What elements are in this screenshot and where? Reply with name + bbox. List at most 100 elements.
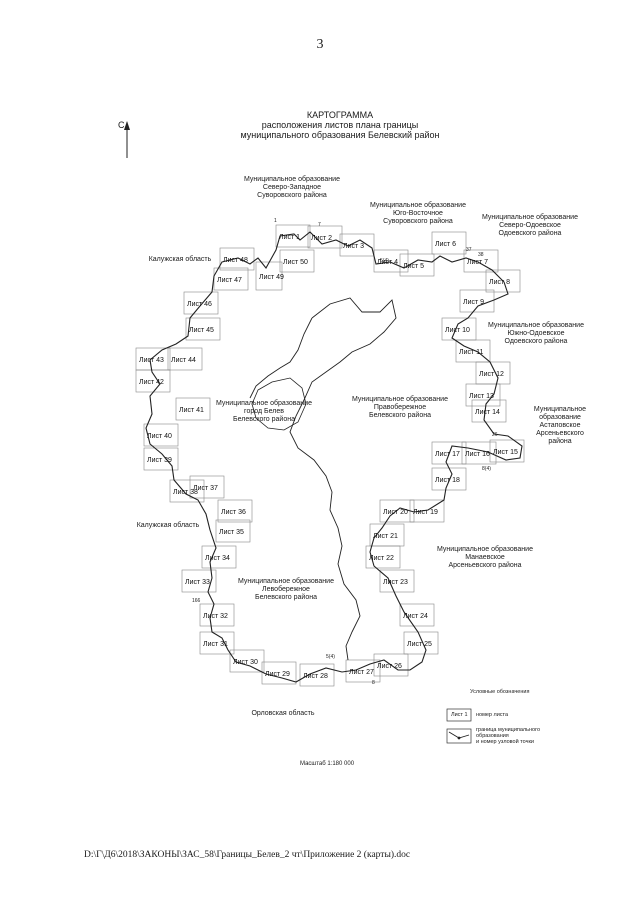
sheet-label-45: Лист 45: [189, 327, 214, 334]
point-number-4: 38: [478, 252, 484, 258]
sheet-label-17: Лист 17: [435, 451, 460, 458]
sheet-tile-41: [175, 397, 211, 421]
sheet-tile-29: [261, 661, 297, 685]
region-levoberezhnoe: Муниципальное образование Левобережное Б…: [238, 578, 334, 601]
title-line-1: КАРТОГРАММА: [306, 110, 374, 120]
sheet-label-36: Лист 36: [221, 509, 246, 516]
sheet-label-9: Лист 9: [463, 299, 484, 306]
sheet-label-5: Лист 5: [403, 263, 424, 270]
sheet-label-3: Лист 3: [343, 243, 364, 250]
sheet-label-29: Лист 29: [265, 671, 290, 678]
district-boundary: [145, 231, 523, 683]
sheet-tile-13: [465, 383, 501, 407]
sheet-label-26: Лист 26: [377, 663, 402, 670]
sheet-tile-46: [183, 291, 219, 315]
sheet-tile-9: [459, 289, 495, 313]
sheet-grid: [135, 224, 525, 687]
region-pravoberezhnoe: Муниципальное образование Правобережное …: [352, 396, 448, 419]
sheet-label-44: Лист 44: [171, 357, 196, 364]
region-odoev-south: Муниципальное образование Южно-Одоевское…: [488, 322, 584, 345]
sheet-tile-20: [379, 499, 415, 523]
sheet-tile-32: [199, 603, 235, 627]
point-number-6: 8(4): [482, 466, 491, 472]
north-label: С: [118, 120, 125, 130]
sheet-tile-4: [373, 249, 409, 273]
sheet-label-15: Лист 15: [493, 449, 518, 456]
sheet-tile-43: [135, 347, 171, 371]
region-astapovo: Муниципальное образование Астаповское Ар…: [533, 406, 587, 445]
sheet-tile-48: [219, 247, 255, 271]
sheet-tile-31: [199, 631, 235, 655]
sheet-tile-2: [307, 225, 343, 249]
sheet-tile-25: [403, 631, 439, 655]
sheet-label-40: Лист 40: [147, 433, 172, 440]
region-odoev-north: Муниципальное образование Северо-Одоевск…: [482, 214, 578, 237]
map-scale: Масштаб 1:180 000: [300, 761, 355, 767]
legend-point-icon: [457, 736, 461, 740]
sheet-label-48: Лист 48: [223, 257, 248, 264]
legend-sheet-box: [446, 708, 472, 722]
sheet-label-24: Лист 24: [403, 613, 428, 620]
sheet-tile-22: [365, 545, 401, 569]
point-number-8: 8: [372, 680, 375, 686]
sheet-tile-11: [455, 339, 491, 363]
sheet-tile-40: [143, 423, 179, 447]
legend-sheet-sample: Лист 1: [451, 712, 468, 718]
sheet-label-18: Лист 18: [435, 477, 460, 484]
sheet-tile-1: [275, 224, 311, 248]
sheet-tile-34: [201, 545, 237, 569]
sheet-label-28: Лист 28: [303, 673, 328, 680]
sheet-label-42: Лист 42: [139, 379, 164, 386]
point-number-2: 7: [318, 222, 321, 228]
sheet-tile-26: [373, 653, 409, 677]
sheet-label-10: Лист 10: [445, 327, 470, 334]
sheet-tile-39: [143, 447, 179, 471]
region-orel: Орловская область: [251, 710, 315, 717]
sheet-label-47: Лист 47: [217, 277, 242, 284]
sheet-tile-35: [215, 519, 251, 543]
sheet-label-34: Лист 34: [205, 555, 230, 562]
sheet-label-16: Лист 16: [465, 451, 490, 458]
sheet-label-13: Лист 13: [469, 393, 494, 400]
point-number-3: 37: [466, 247, 472, 253]
sheet-tile-36: [217, 499, 253, 523]
point-number-10: 166: [192, 598, 201, 604]
sheet-label-46: Лист 46: [187, 301, 212, 308]
sheet-label-1: Лист 1: [279, 234, 300, 241]
sheet-tile-28: [299, 663, 335, 687]
point-number-1: 1: [274, 218, 277, 224]
region-kaluga-south: Калужская область: [136, 522, 200, 529]
sheet-tile-24: [399, 603, 435, 627]
page-number: 3: [316, 37, 324, 52]
region-north-west: Муниципальное образование Северо-Западно…: [244, 176, 340, 199]
sheet-label-43: Лист 43: [139, 357, 164, 364]
map-title: КАРТОГРАММА расположения листов плана гр…: [200, 110, 480, 140]
sheet-label-7: Лист 7: [467, 259, 488, 266]
sheet-label-32: Лист 32: [203, 613, 228, 620]
sheet-label-31: Лист 31: [203, 641, 228, 648]
sheet-label-19: Лист 19: [413, 509, 438, 516]
sheet-label-33: Лист 33: [185, 579, 210, 586]
sheet-label-30: Лист 30: [233, 659, 258, 666]
title-line-3: муниципального образования Белевский рай…: [240, 130, 440, 140]
sheet-tile-37: [189, 475, 225, 499]
point-number-9: 5(4): [380, 258, 389, 264]
sheet-label-37: Лист 37: [193, 485, 218, 492]
north-arrow-icon: [124, 121, 130, 158]
sheet-label-22: Лист 22: [369, 555, 394, 562]
legend-boundary-desc: граница муниципального образования и ном…: [476, 727, 541, 745]
sheet-label-49: Лист 49: [259, 274, 284, 281]
sheet-label-6: Лист 6: [435, 241, 456, 248]
title-line-2: расположения листов плана границы: [261, 120, 419, 130]
sheet-tile-3: [339, 233, 375, 257]
sheet-tile-17: [431, 441, 467, 465]
sheet-label-20: Лист 20: [383, 509, 408, 516]
region-manaevskoe: Муниципальное образование Манаевское Арс…: [437, 546, 533, 569]
sheet-tile-15: [489, 439, 525, 463]
sheet-tile-38: [169, 479, 205, 503]
sheet-tile-5: [399, 253, 435, 277]
sheet-label-27: Лист 27: [349, 669, 374, 676]
region-kaluga-north: Калужская область: [148, 256, 212, 263]
sheet-label-8: Лист 8: [489, 279, 510, 286]
sheet-tile-33: [181, 569, 217, 593]
